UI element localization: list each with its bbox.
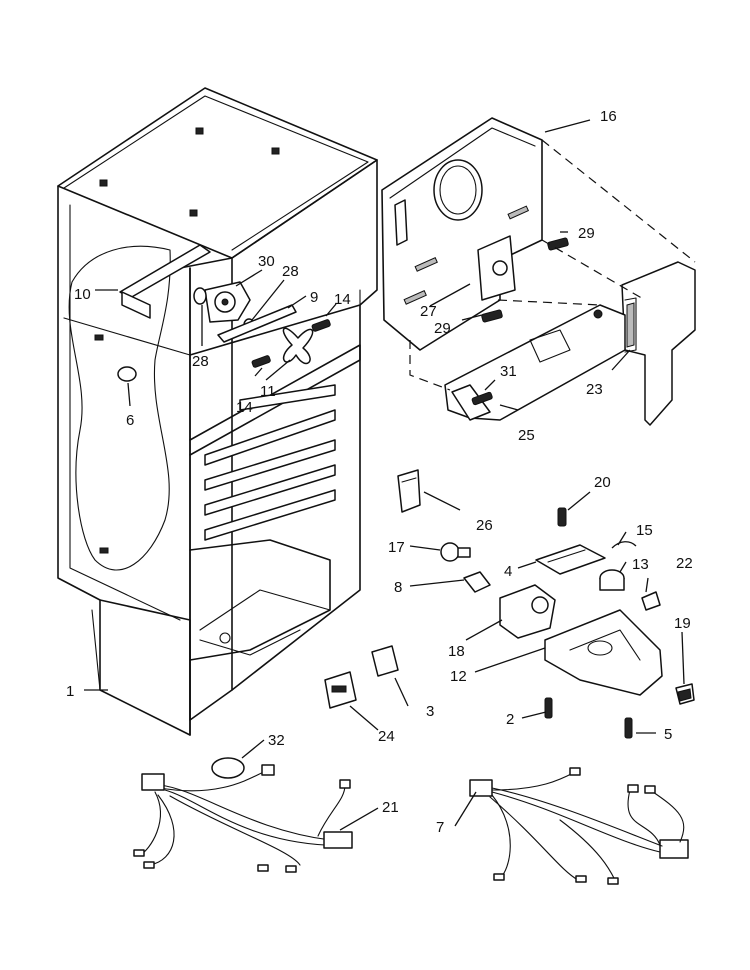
leader-lines: [84, 119, 685, 831]
callout-labels: 1 2 3 4 5 6 7 8 9 10 11 12 13 14 14 15 1…: [66, 108, 693, 836]
callout-5: 5: [664, 726, 672, 743]
callout-28a: 28: [282, 263, 299, 280]
callout-10: 10: [74, 286, 91, 303]
callout-16: 16: [600, 108, 617, 125]
callout-26: 26: [476, 517, 493, 534]
wire-harness-21: [133, 757, 353, 873]
callout-25: 25: [518, 427, 535, 444]
callout-32: 32: [268, 732, 285, 749]
callout-22: 22: [676, 555, 693, 572]
callout-1: 1: [66, 683, 74, 700]
freezer-fan-assembly: [117, 244, 331, 382]
callout-18: 18: [448, 643, 465, 660]
callout-9: 9: [310, 289, 318, 306]
callout-8: 8: [394, 579, 402, 596]
callout-2: 2: [506, 711, 514, 728]
cabinet-liner: [57, 87, 378, 736]
callout-23: 23: [586, 381, 603, 398]
callout-24: 24: [378, 728, 395, 745]
callout-6: 6: [126, 412, 134, 429]
callout-28b: 28: [192, 353, 209, 370]
control-components: [324, 469, 695, 739]
callout-7: 7: [436, 819, 444, 836]
callout-17: 17: [388, 539, 405, 556]
callout-20: 20: [594, 474, 611, 491]
callout-15: 15: [636, 522, 653, 539]
alignment-lines: [409, 139, 696, 391]
callout-14b: 14: [236, 399, 253, 416]
callout-12: 12: [450, 668, 467, 685]
rear-air-panel: [381, 117, 569, 351]
callout-11: 11: [260, 383, 276, 400]
callout-29a: 29: [578, 225, 595, 242]
callout-27: 27: [420, 303, 437, 320]
callout-21: 21: [382, 799, 399, 816]
callout-19: 19: [674, 615, 691, 632]
callout-29b: 29: [434, 320, 451, 337]
callout-30: 30: [258, 253, 275, 270]
callout-14a: 14: [334, 291, 351, 308]
callout-3: 3: [426, 703, 434, 720]
callout-4: 4: [504, 563, 512, 580]
air-duct-cover: [444, 261, 696, 426]
callout-31: 31: [500, 363, 517, 380]
wire-harness-7: [469, 767, 689, 885]
callout-13: 13: [632, 556, 649, 573]
